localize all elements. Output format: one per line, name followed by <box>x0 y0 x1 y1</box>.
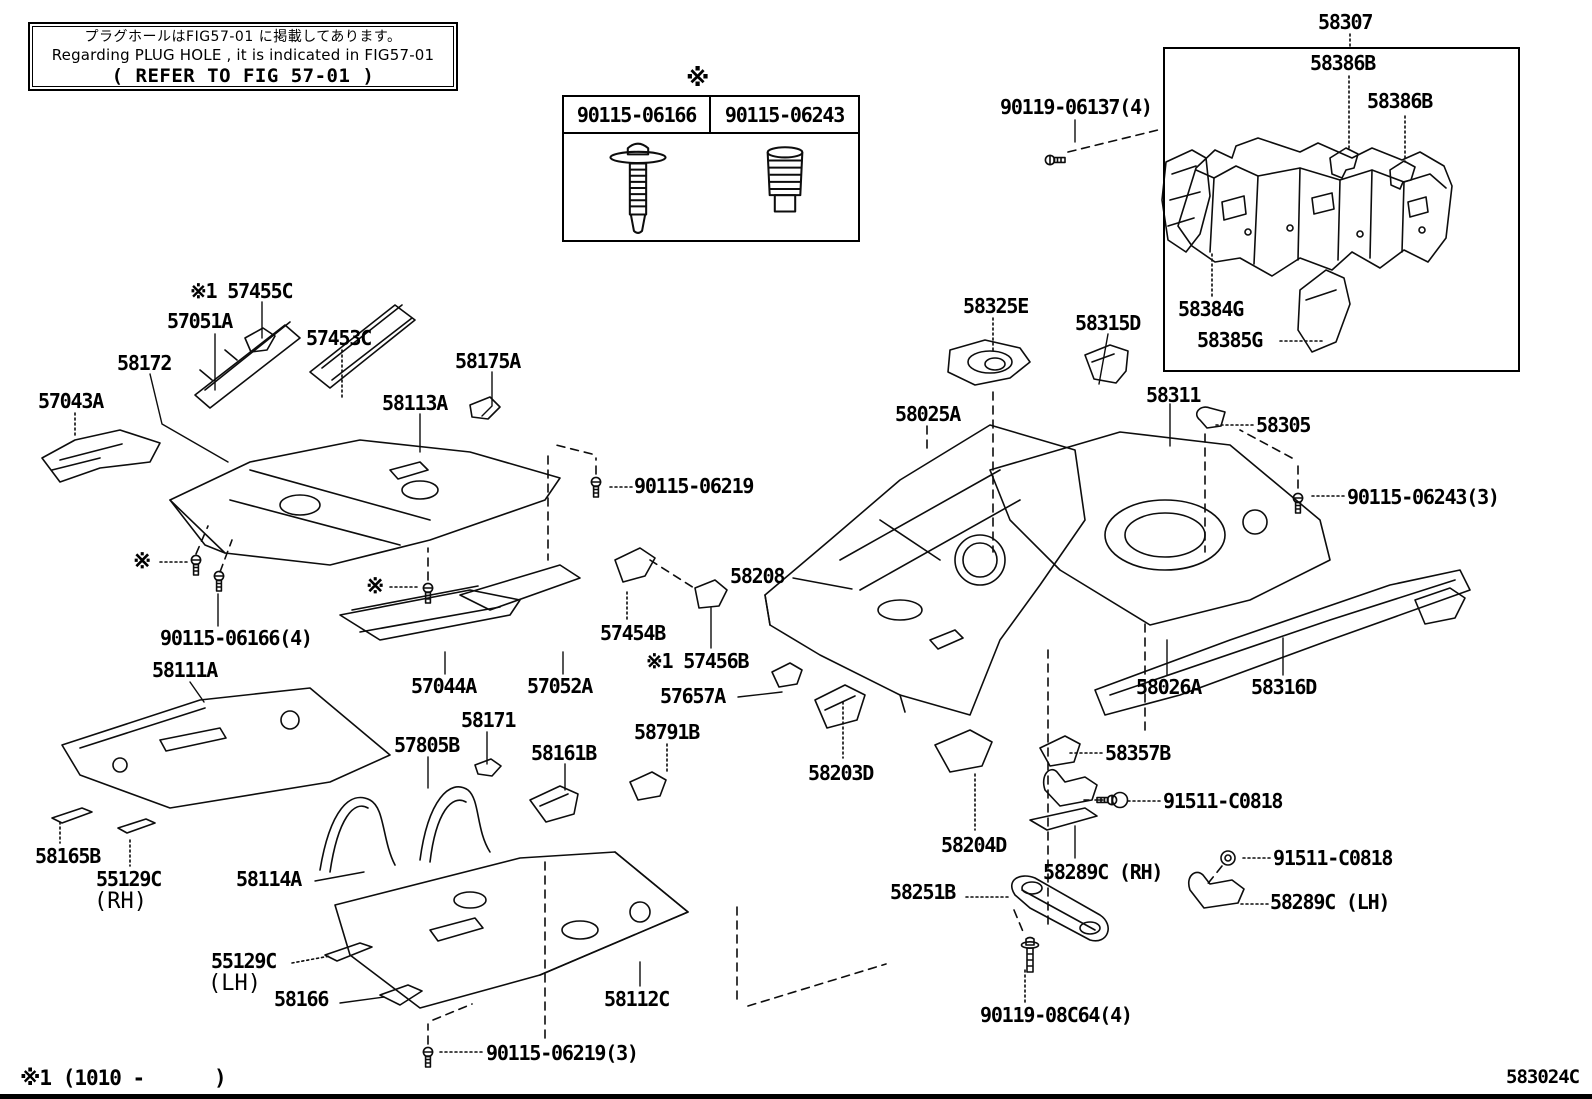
table-reference-marker: ※ <box>686 64 710 92</box>
part-label-57805b[interactable]: 57805B <box>394 733 460 757</box>
part-label-1-57456b[interactable]: ※1 57456B <box>646 649 750 673</box>
fastener-bolts-art <box>190 154 1304 1068</box>
part-label-58112c[interactable]: 58112C <box>604 987 670 1011</box>
part-label-58113a[interactable]: 58113A <box>382 391 448 415</box>
part-label-58386b[interactable]: 58386B <box>1367 89 1433 113</box>
part-label-58307[interactable]: 58307 <box>1318 10 1373 34</box>
part-label-58386b[interactable]: 58386B <box>1310 51 1376 75</box>
part-label-91511-c0818[interactable]: 91511-C0818 <box>1273 846 1393 870</box>
part-label-55129c[interactable]: 55129C <box>211 949 277 973</box>
leader-lines-dotted <box>59 33 1406 1053</box>
plug-hole-note-inner: プラグホールはFIG57-01 に掲載してあります。 Regarding PLU… <box>32 26 454 87</box>
part-label-57051a[interactable]: 57051A <box>167 309 233 333</box>
leader-lines-dashed <box>195 129 1299 1045</box>
rear-body-panel-art <box>1161 137 1453 353</box>
part-label-58305[interactable]: 58305 <box>1256 413 1311 437</box>
part-label-58165b[interactable]: 58165B <box>35 844 101 868</box>
part-label-58385g[interactable]: 58385G <box>1197 328 1263 352</box>
screw-grommet-icon <box>711 134 858 240</box>
part-label-58026a[interactable]: 58026A <box>1136 675 1202 699</box>
part-label-58325e[interactable]: 58325E <box>963 294 1029 318</box>
part-label-57657a[interactable]: 57657A <box>660 684 726 708</box>
part-label-58311[interactable]: 58311 <box>1146 383 1201 407</box>
part-label-58203d[interactable]: 58203D <box>808 761 874 785</box>
reference-marker[interactable]: ※ <box>366 574 385 599</box>
part-label-rh[interactable]: (RH) <box>94 889 147 914</box>
fastener-part-number[interactable]: 90115-06166 <box>564 97 711 134</box>
part-label-90115-06219[interactable]: 90115-06219 <box>634 474 754 498</box>
part-label-58208[interactable]: 58208 <box>730 564 785 588</box>
note-line-english: Regarding PLUG HOLE , it is indicated in… <box>51 46 435 64</box>
front-floor-art <box>41 304 728 641</box>
part-label-58114a[interactable]: 58114A <box>236 867 302 891</box>
part-label-90115-06219-3[interactable]: 90115-06219(3) <box>486 1041 639 1065</box>
note-line-reference: ( REFER TO FIG 57-01 ) <box>111 65 375 87</box>
note-line-japanese: プラグホールはFIG57-01 に掲載してあります。 <box>84 29 402 45</box>
plug-hole-note-box: プラグホールはFIG57-01 に掲載してあります。 Regarding PLU… <box>28 22 458 91</box>
part-label-lh[interactable]: (LH) <box>208 971 261 996</box>
footnote-applicability: ※1 (1010 - ) <box>20 1066 227 1090</box>
part-label-57453c[interactable]: 57453C <box>306 326 372 350</box>
part-label-58172[interactable]: 58172 <box>117 351 172 375</box>
part-label-58175a[interactable]: 58175A <box>455 349 521 373</box>
part-label-57052a[interactable]: 57052A <box>527 674 593 698</box>
part-label-90115-06243-3[interactable]: 90115-06243(3) <box>1347 485 1500 509</box>
part-label-57454b[interactable]: 57454B <box>600 621 666 645</box>
part-label-91511-c0818[interactable]: 91511-C0818 <box>1163 789 1283 813</box>
fastener-part-number[interactable]: 90115-06243 <box>711 97 858 134</box>
part-label-58025a[interactable]: 58025A <box>895 402 961 426</box>
part-label-58204d[interactable]: 58204D <box>941 833 1007 857</box>
part-label-58791b[interactable]: 58791B <box>634 720 700 744</box>
part-label-58111a[interactable]: 58111A <box>152 658 218 682</box>
front-side-panels-art <box>51 687 689 1009</box>
drawing-number: 583024C <box>1506 1066 1580 1088</box>
part-label-90119-06137-4[interactable]: 90119-06137(4) <box>1000 95 1153 119</box>
bottom-edge-bar <box>0 1094 1592 1099</box>
part-label-55129c[interactable]: 55129C <box>96 867 162 891</box>
part-label-58289c-lh[interactable]: 58289C (LH) <box>1270 890 1390 914</box>
part-label-1-57455c[interactable]: ※1 57455C <box>190 279 294 303</box>
center-rear-floor-art <box>764 339 1471 942</box>
part-label-58289c-rh[interactable]: 58289C (RH) <box>1043 860 1163 884</box>
reference-marker[interactable]: ※ <box>133 549 152 574</box>
part-label-58251b[interactable]: 58251B <box>890 880 956 904</box>
part-label-57044a[interactable]: 57044A <box>411 674 477 698</box>
rear-panel-inset-box <box>1163 47 1520 372</box>
part-label-58316d[interactable]: 58316D <box>1251 675 1317 699</box>
part-label-58384g[interactable]: 58384G <box>1178 297 1244 321</box>
part-label-58171[interactable]: 58171 <box>461 708 516 732</box>
part-label-90115-06166-4[interactable]: 90115-06166(4) <box>160 626 313 650</box>
part-label-57043a[interactable]: 57043A <box>38 389 104 413</box>
fastener-table: 90115-06166 90115-06243 <box>562 95 860 242</box>
flange-bolt-large-icon <box>564 134 711 240</box>
leader-lines-solid <box>149 119 1284 1004</box>
part-label-90119-08c64-4[interactable]: 90119-08C64(4) <box>980 1003 1133 1027</box>
part-label-58357b[interactable]: 58357B <box>1105 741 1171 765</box>
part-label-58315d[interactable]: 58315D <box>1075 311 1141 335</box>
part-label-58161b[interactable]: 58161B <box>531 741 597 765</box>
part-label-58166[interactable]: 58166 <box>274 987 329 1011</box>
